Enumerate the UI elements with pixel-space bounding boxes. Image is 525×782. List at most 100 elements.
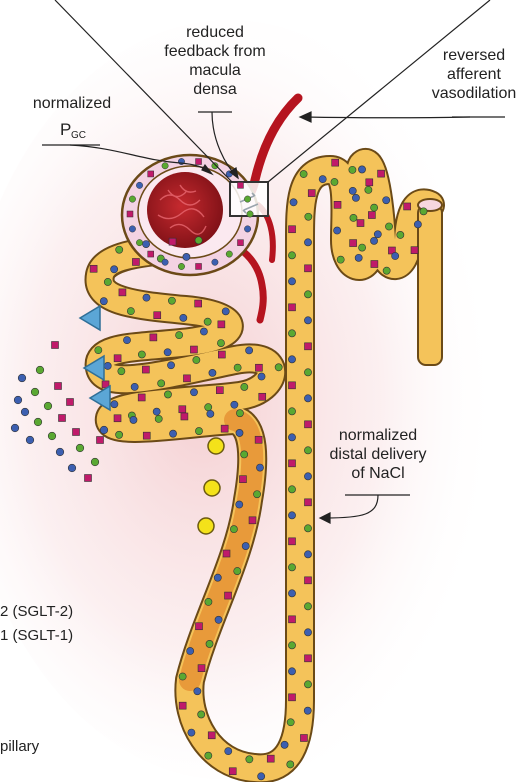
solute-dot xyxy=(212,259,218,265)
solute-dot xyxy=(148,251,154,257)
solute-dot xyxy=(218,351,225,358)
solute-dot xyxy=(244,226,250,232)
solute-dot xyxy=(231,401,238,408)
solute-dot xyxy=(370,237,377,244)
solute-dot xyxy=(234,364,241,371)
solute-dot xyxy=(397,231,404,238)
solute-dot xyxy=(288,434,295,441)
solute-dot xyxy=(119,289,126,296)
solute-dot xyxy=(304,603,311,610)
solute-dot xyxy=(304,681,311,688)
reversed-label-line2: afferent xyxy=(447,66,502,83)
solute-dot xyxy=(332,159,339,166)
solute-dot xyxy=(366,179,373,186)
solute-dot xyxy=(255,364,262,371)
interstitial-dot xyxy=(18,374,26,382)
solute-dot xyxy=(349,187,356,194)
sglt2-legend-text: 2 (SGLT-2) xyxy=(0,603,73,620)
solute-dot xyxy=(195,300,202,307)
solute-dot xyxy=(225,748,232,755)
solute-dot xyxy=(290,199,297,206)
interstitial-dot xyxy=(44,402,52,410)
solute-dot xyxy=(179,673,186,680)
solute-dot xyxy=(164,391,171,398)
pgc-label-sub: GC xyxy=(71,130,86,141)
solute-dot xyxy=(267,755,274,762)
solute-dot xyxy=(288,590,295,597)
distal-label-line2: distal delivery xyxy=(330,446,427,463)
solute-dot xyxy=(247,211,253,217)
solute-dot xyxy=(305,499,312,506)
solute-dot xyxy=(305,655,312,662)
solute-dot xyxy=(288,356,295,363)
solute-dot xyxy=(289,616,296,623)
solute-dot xyxy=(371,204,378,211)
reversed-label-line3: vasodilation xyxy=(432,85,517,102)
solute-dot xyxy=(289,538,296,545)
macula-label-line2: feedback from xyxy=(164,43,265,60)
interstitial-dot xyxy=(67,399,74,406)
solute-dot xyxy=(229,768,236,775)
solute-dot xyxy=(378,170,385,177)
solute-dot xyxy=(100,298,107,305)
solute-dot xyxy=(206,640,213,647)
solute-dot xyxy=(304,239,311,246)
solute-dot xyxy=(288,512,295,519)
collecting-duct xyxy=(418,205,442,365)
interstitial-dot xyxy=(56,448,64,456)
interstitial-dot xyxy=(31,388,39,396)
solute-dot xyxy=(349,166,356,173)
solute-dot xyxy=(198,711,205,718)
solute-dot xyxy=(130,416,137,423)
interstitial-dot xyxy=(73,429,80,436)
solute-dot xyxy=(304,629,311,636)
solute-dot xyxy=(236,410,243,417)
solute-dot xyxy=(214,574,221,581)
solute-dot xyxy=(155,415,162,422)
solute-dot xyxy=(392,252,399,259)
solute-dot xyxy=(183,375,190,382)
solute-dot xyxy=(241,383,248,390)
interstitial-dot xyxy=(100,426,108,434)
solute-dot xyxy=(95,347,102,354)
solute-dot xyxy=(226,251,232,257)
solute-dot xyxy=(116,431,123,438)
interstitial-dot xyxy=(48,432,56,440)
solute-dot xyxy=(208,732,215,739)
solute-dot xyxy=(255,436,262,443)
solute-dot xyxy=(193,356,200,363)
solute-dot xyxy=(194,688,201,695)
solute-dot xyxy=(223,550,230,557)
solute-dot xyxy=(237,240,243,246)
solute-dot xyxy=(167,362,174,369)
solute-dot xyxy=(131,383,138,390)
solute-dot xyxy=(200,328,207,335)
solute-dot xyxy=(179,406,186,413)
solute-dot xyxy=(289,382,296,389)
interstitial-dot xyxy=(26,436,34,444)
interstitial-dot xyxy=(52,342,59,349)
solute-dot xyxy=(420,208,427,215)
solute-dot xyxy=(205,598,212,605)
solute-dot xyxy=(196,159,202,165)
solute-dot xyxy=(246,756,253,763)
interstitial-dot xyxy=(76,444,84,452)
solute-dot xyxy=(241,451,248,458)
solute-dot xyxy=(288,330,295,337)
solute-dot xyxy=(142,240,149,247)
sglt1-circle xyxy=(198,518,214,534)
pgc-label-word: normalized xyxy=(33,95,111,112)
solute-dot xyxy=(287,719,294,726)
glomerulus xyxy=(147,172,223,248)
solute-dot xyxy=(221,425,228,432)
solute-dot xyxy=(198,665,205,672)
solute-dot xyxy=(143,432,150,439)
solute-dot xyxy=(289,694,296,701)
solute-dot xyxy=(104,278,111,285)
solute-dot xyxy=(127,308,134,315)
solute-dot xyxy=(304,317,311,324)
solute-dot xyxy=(288,408,295,415)
solute-dot xyxy=(236,501,243,508)
macula-label-line4: densa xyxy=(193,81,237,98)
solute-dot xyxy=(179,702,186,709)
